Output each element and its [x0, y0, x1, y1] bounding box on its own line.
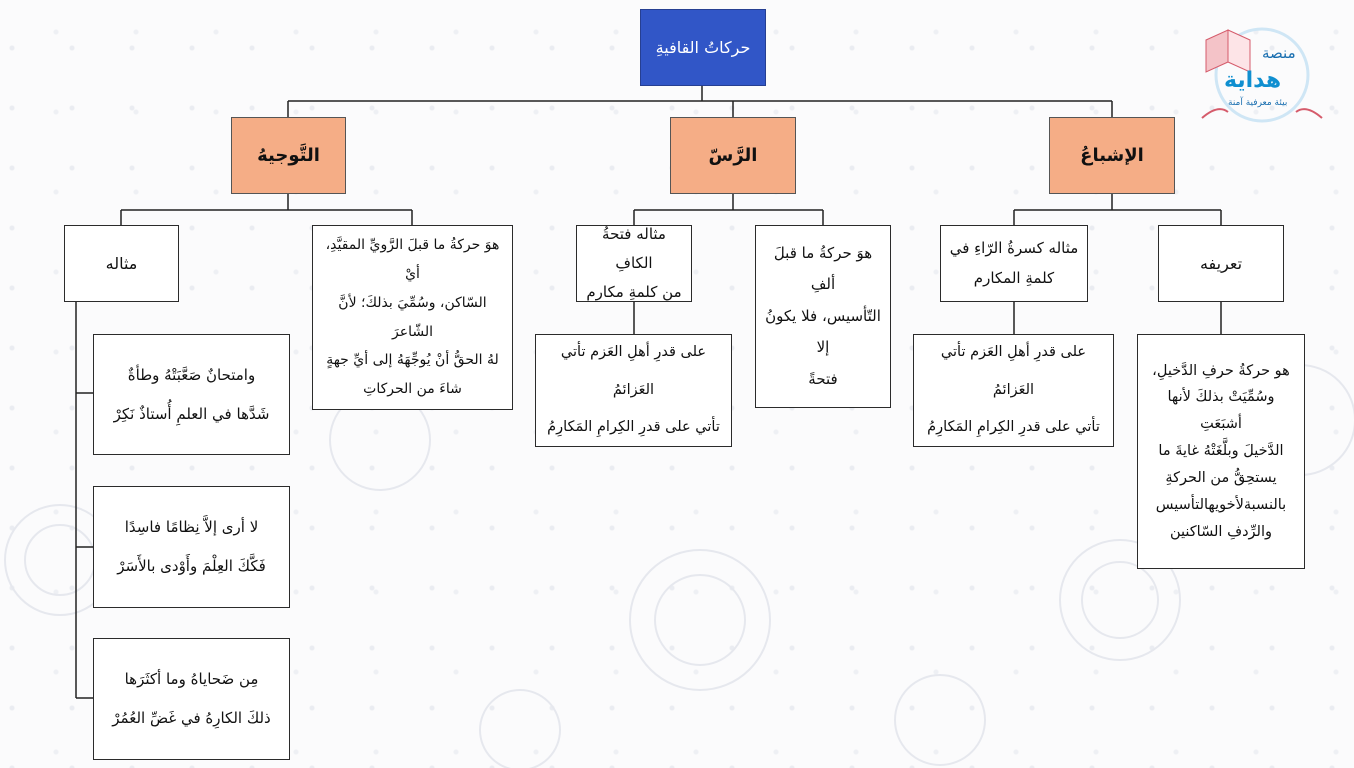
logo-tagline: بيئة معرفية آمنة — [1228, 98, 1288, 108]
tawjih-example-verse-2: لا أرى إلاَّ نِظامًا فاسِدًا فَكَّكَ الع… — [93, 486, 290, 608]
ishba-example-label: مثاله كسرةُ الرّاءِ في كلمةِ المكارم — [940, 225, 1088, 302]
tawjih-example-verse-1: وامتحانٌ صَعَّبَتْهُ وطأةٌ شَدَّها في ال… — [93, 334, 290, 455]
category-rass: الرَّسّ — [670, 117, 796, 194]
tawjih-example-label: مثاله — [64, 225, 179, 302]
category-tawjih: التَّوجيهُ — [231, 117, 346, 194]
rass-example-label: مثاله فتحةُ الكافِ من كلمةِ مكارم — [576, 225, 692, 302]
ishba-example-verse: على قدرِ أهلِ العَزم تأتي العَزائمُ تأتي… — [913, 334, 1114, 447]
ishba-definition-text: هو حركةُ حرفِ الدَّخيلِ، وسُمِّيَتْ بذلك… — [1137, 334, 1305, 569]
hidaya-logo — [1201, 27, 1323, 123]
tawjih-example-verse-3: مِن ضَحاياهُ وما أكثَرَها ذلكَ الكارِهُ … — [93, 638, 290, 760]
rass-definition-text: هوَ حركةُ ما قبلَ ألفِ التّأسيس، فلا يكو… — [755, 225, 891, 408]
root-node: حركاتُ القافيةِ — [640, 9, 766, 86]
logo-title-line1: منصة — [1262, 44, 1296, 62]
rass-example-verse: على قدرِ أهلِ العَزم تأتي العَزائمُ تأتي… — [535, 334, 732, 447]
ishba-definition-label: تعريفه — [1158, 225, 1284, 302]
logo-title-line2: هداية — [1224, 68, 1282, 93]
tawjih-definition-text: هوَ حركةُ ما قبلَ الرَّويِّ المقيَّدِ، أ… — [312, 225, 513, 410]
category-ishba: الإشباعُ — [1049, 117, 1175, 194]
